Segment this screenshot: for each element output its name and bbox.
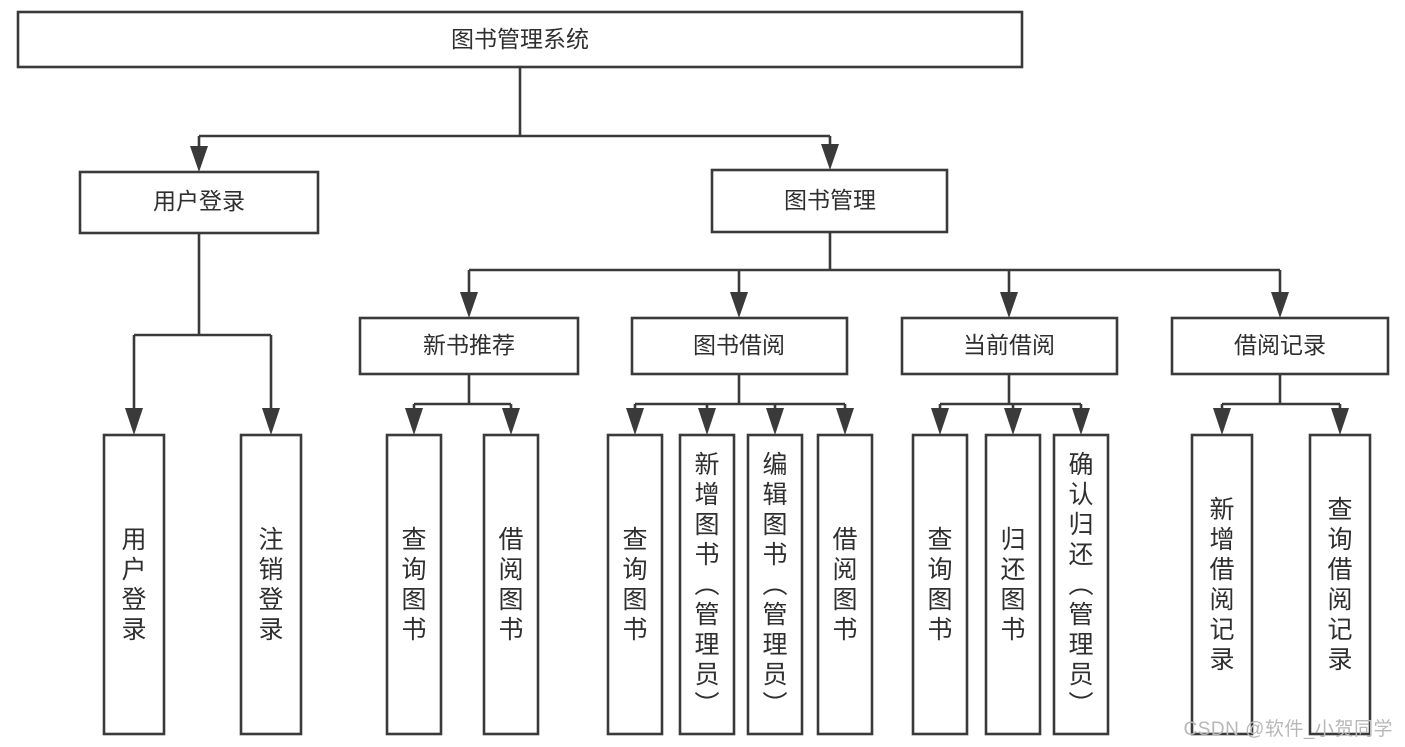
node-user-login-label: 用户登录	[153, 188, 245, 214]
leaf-node-label: 借阅图书	[832, 526, 857, 644]
arrow-head-icon-cur-2	[1004, 408, 1022, 435]
leaf-node-label: 用户登录	[121, 526, 146, 644]
node-root[interactable]: 图书管理系统	[16, 10, 1024, 69]
node-current-borrow[interactable]: 当前借阅	[900, 316, 1119, 376]
arrow-head-icon-login	[190, 146, 208, 172]
leaf-node-box[interactable]	[385, 433, 443, 736]
leaf-node-label: 查询图书	[927, 526, 952, 644]
leaf-node[interactable]: 确认归还︵管理员︶	[1052, 433, 1110, 736]
node-root-box[interactable]	[16, 10, 1024, 69]
leaf-node-box[interactable]	[482, 433, 540, 736]
node-new-book-recommend-label: 新书推荐	[423, 332, 515, 358]
node-book-borrow[interactable]: 图书借阅	[630, 316, 849, 376]
leaf-node-box[interactable]	[1308, 433, 1372, 736]
leaf-node-label: 查询借阅记录	[1327, 496, 1352, 674]
leaf-node[interactable]: 新增借阅记录	[1190, 433, 1254, 736]
leaf-node-box[interactable]	[816, 433, 874, 736]
leaf-node-label: 新增图书︵管理员︶	[694, 451, 719, 719]
leaf-node-label: 查询图书	[401, 526, 426, 644]
leaf-node-box[interactable]	[746, 433, 804, 736]
node-book-management-label: 图书管理	[784, 187, 876, 213]
leaf-node-box[interactable]	[984, 433, 1042, 736]
arrow-head-icon-books	[821, 144, 839, 170]
node-current-borrow-label: 当前借阅	[963, 332, 1055, 358]
arrow-head-icon-user-login	[125, 408, 143, 435]
leaf-node-box[interactable]	[239, 433, 303, 736]
leaf-node[interactable]: 新增图书︵管理员︶	[678, 433, 736, 736]
leaf-node-label: 归还图书	[1000, 526, 1025, 644]
arrow-head-icon-cur-1	[931, 408, 949, 435]
leaf-node-label: 注销登录	[258, 526, 283, 644]
leaf-node[interactable]: 用户登录	[102, 433, 166, 736]
arrow-head-icon-record	[1271, 292, 1289, 318]
leaf-node[interactable]: 借阅图书	[482, 433, 540, 736]
leaf-node-label: 确认归还︵管理员︶	[1068, 451, 1093, 719]
leaf-node-box[interactable]	[911, 433, 969, 736]
arrow-head-icon-bw-2	[698, 408, 716, 435]
node-borrow-record-label: 借阅记录	[1234, 332, 1326, 358]
node-current-borrow-box[interactable]	[900, 316, 1119, 376]
arrow-head-icon-cur-3	[1072, 408, 1090, 435]
leaf-node-label: 新增借阅记录	[1209, 496, 1234, 674]
node-book-borrow-label: 图书借阅	[693, 332, 785, 358]
leaf-node-box[interactable]	[678, 433, 736, 736]
node-new-book-recommend[interactable]: 新书推荐	[358, 316, 580, 376]
leaf-node[interactable]: 注销登录	[239, 433, 303, 736]
arrow-head-icon-bw-3	[766, 408, 784, 435]
leaf-node[interactable]: 归还图书	[984, 433, 1042, 736]
arrow-head-icon-rec-1	[1213, 408, 1231, 435]
leaf-node[interactable]: 查询图书	[385, 433, 443, 736]
node-user-login-box[interactable]	[78, 170, 320, 235]
node-book-management-box[interactable]	[710, 168, 949, 234]
arrow-head-icon-nb-1	[405, 408, 423, 435]
leaf-node-box[interactable]	[102, 433, 166, 736]
connector-layer	[125, 67, 1349, 435]
leaf-node[interactable]: 编辑图书︵管理员︶	[746, 433, 804, 736]
leaf-node[interactable]: 查询借阅记录	[1308, 433, 1372, 736]
arrow-head-icon-logout	[262, 408, 280, 435]
arrow-head-icon-bw-4	[836, 408, 854, 435]
leaf-node-box[interactable]	[606, 433, 664, 736]
leaf-node-label: 编辑图书︵管理员︶	[762, 451, 787, 719]
node-borrow-record-box[interactable]	[1170, 316, 1390, 376]
node-user-login[interactable]: 用户登录	[78, 170, 320, 235]
node-root-label: 图书管理系统	[451, 26, 589, 52]
node-borrow-record[interactable]: 借阅记录	[1170, 316, 1390, 376]
arrow-head-icon-borrow	[730, 292, 748, 318]
node-book-borrow-box[interactable]	[630, 316, 849, 376]
leaf-node[interactable]: 查询图书	[606, 433, 664, 736]
leaf-node-box[interactable]	[1052, 433, 1110, 736]
leaf-node-label: 查询图书	[622, 526, 647, 644]
node-new-book-recommend-box[interactable]	[358, 316, 580, 376]
node-book-management[interactable]: 图书管理	[710, 168, 949, 234]
arrow-head-icon-current	[1000, 292, 1018, 318]
arrow-head-icon-nb-2	[502, 408, 520, 435]
leaf-node[interactable]: 查询图书	[911, 433, 969, 736]
arrow-head-icon-rec-2	[1331, 408, 1349, 435]
arrow-head-icon-new-book	[460, 292, 478, 318]
leaf-node-box[interactable]	[1190, 433, 1254, 736]
leaf-node-layer: 用户登录 注销登录 查询图书 借阅图书 查询图书 新增图书︵管理员︶ 编辑图书︵管理员︶ 借阅…	[102, 433, 1372, 736]
leaf-node[interactable]: 借阅图书	[816, 433, 874, 736]
arrow-head-icon-bw-1	[626, 408, 644, 435]
leaf-node-label: 借阅图书	[498, 526, 523, 644]
